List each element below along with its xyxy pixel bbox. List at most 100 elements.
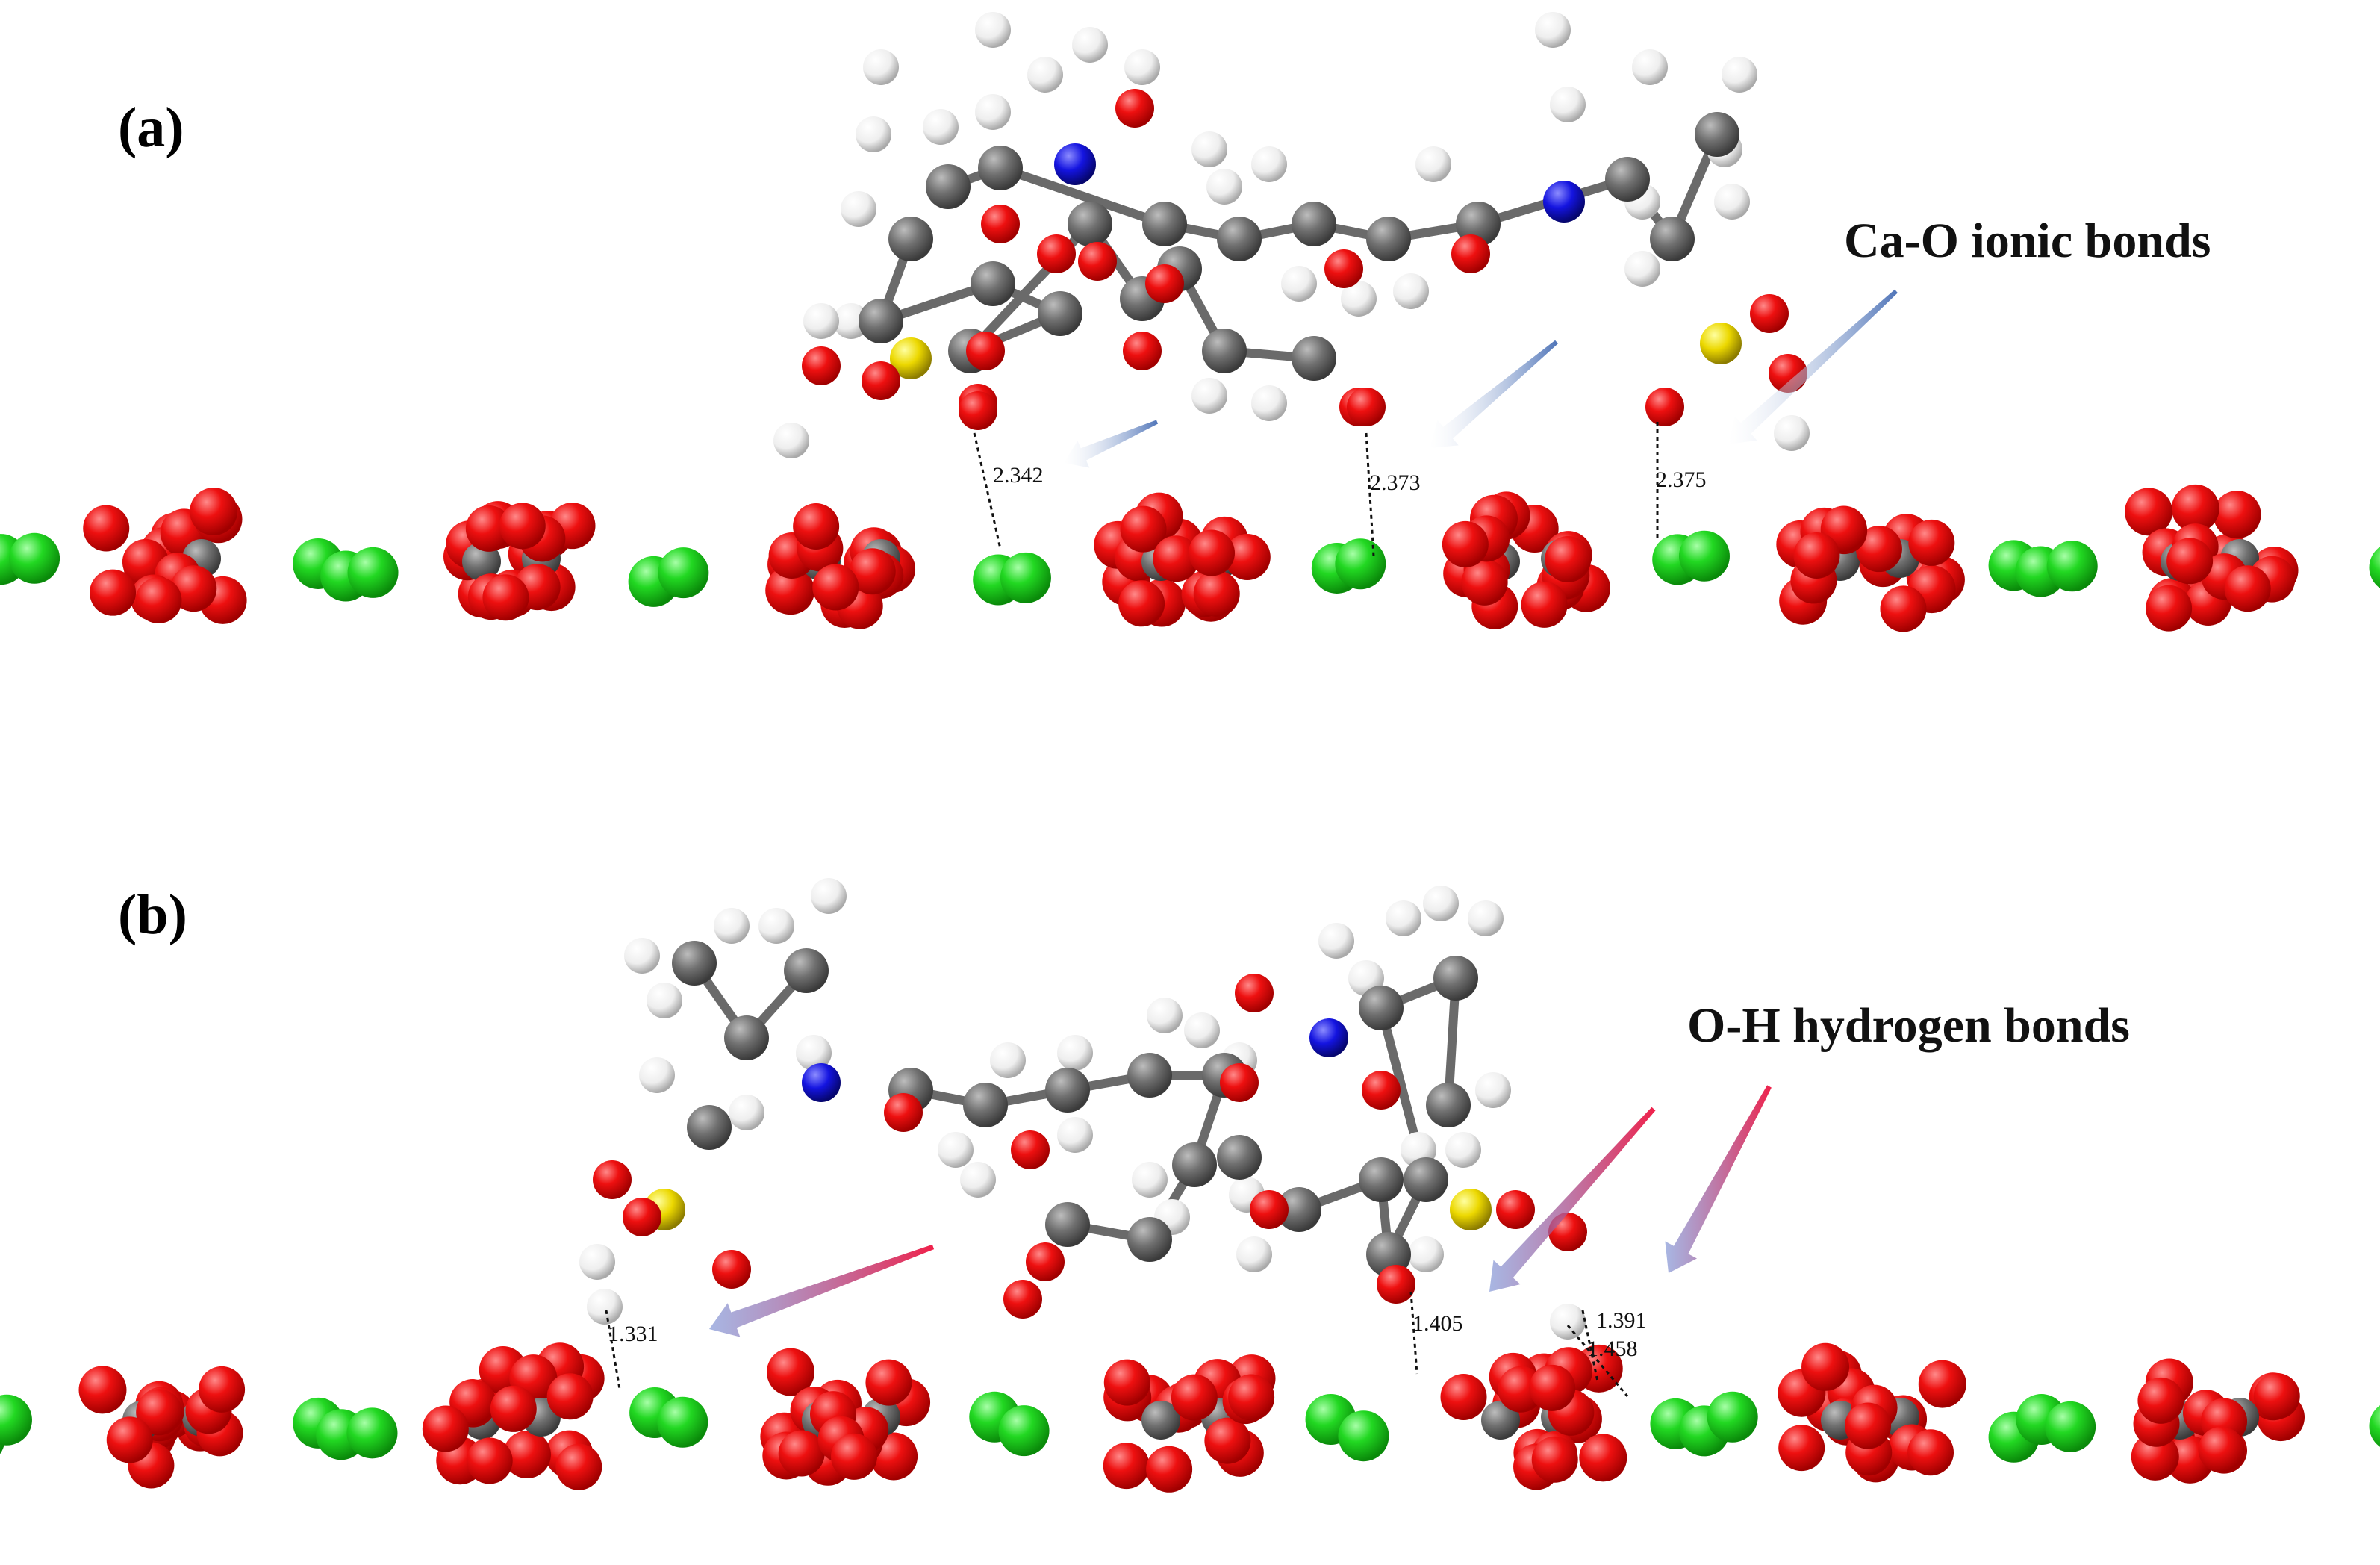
carbon-atom xyxy=(1359,986,1404,1030)
oxygen-atom xyxy=(1250,1190,1289,1229)
hydrogen-atom xyxy=(1124,49,1160,85)
oxygen-atom xyxy=(1189,529,1236,576)
oxygen-atom xyxy=(106,1416,153,1463)
oxygen-atom xyxy=(862,361,900,400)
hydrogen-atom xyxy=(1341,281,1377,317)
oxygen-atom xyxy=(849,548,896,595)
hydrogen-atom xyxy=(923,109,959,145)
carbon-atom xyxy=(1202,329,1247,373)
oxygen-atom xyxy=(90,569,137,616)
hydrogen-atom xyxy=(833,303,869,339)
oxygen-atom xyxy=(1103,1443,1150,1490)
hydrogen-atom xyxy=(1251,385,1287,421)
hydrogen-atom xyxy=(960,1162,996,1198)
oxygen-atom xyxy=(1220,1063,1259,1102)
oxygen-atom xyxy=(2224,565,2271,612)
hydrogen-atom xyxy=(1184,1012,1220,1048)
oxygen-atom xyxy=(712,1250,751,1289)
panel-b-distance-4: 1.458 xyxy=(1587,1337,1638,1361)
carbon-atom xyxy=(1141,1401,1180,1440)
oxygen-atom xyxy=(1324,249,1363,288)
hydrogen-atom xyxy=(729,1095,764,1130)
nitrogen-atom xyxy=(1309,1018,1348,1057)
oxygen-atom xyxy=(499,503,546,550)
carbon-atom xyxy=(1650,217,1695,261)
oxygen-atom xyxy=(190,488,238,536)
oxygen-atom xyxy=(1442,520,1489,567)
oxygen-atom xyxy=(1224,533,1271,580)
oxygen-atom xyxy=(1120,505,1167,553)
carbon-atom xyxy=(1068,202,1112,246)
hydrogen-atom xyxy=(587,1289,623,1325)
calcium-atom xyxy=(657,1396,708,1448)
carbon-atom xyxy=(724,1015,769,1060)
hydrogen-atom xyxy=(1206,169,1242,205)
carbon-atom xyxy=(1172,1142,1217,1187)
hydrogen-atom xyxy=(1722,57,1757,93)
hydrogen-atom xyxy=(1774,415,1810,451)
oxygen-atom xyxy=(1855,526,1902,573)
panel-a-distance-2: 2.373 xyxy=(1370,470,1421,495)
interaction-contact-line xyxy=(973,432,1002,550)
nitrogen-atom xyxy=(802,1063,841,1102)
hydrogen-atom xyxy=(1236,1236,1272,1272)
carbon-atom xyxy=(1142,202,1187,246)
oxygen-atom xyxy=(623,1198,661,1236)
nitrogen-atom xyxy=(1543,181,1585,223)
oxygen-atom xyxy=(2213,491,2261,539)
nitrogen-atom xyxy=(1054,143,1096,185)
oxygen-atom xyxy=(981,205,1020,243)
hydrogen-atom xyxy=(1072,27,1108,63)
oxygen-atom xyxy=(1204,1417,1251,1464)
carbon-atom xyxy=(1127,1053,1172,1098)
calcium-atom xyxy=(347,547,399,598)
hydrogen-atom xyxy=(990,1042,1026,1078)
oxygen-atom xyxy=(884,1093,923,1132)
oxygen-atom xyxy=(802,346,841,385)
hydrogen-atom xyxy=(938,1132,974,1168)
calcium-atom xyxy=(998,1405,1050,1457)
oxygen-atom xyxy=(136,1389,183,1436)
hydrogen-atom xyxy=(1468,900,1504,936)
oxygen-atom xyxy=(767,1348,815,1396)
oxygen-atom xyxy=(1793,532,1840,579)
oxygen-atom xyxy=(1118,580,1165,627)
hydrogen-atom xyxy=(1393,273,1429,309)
hydrogen-atom xyxy=(1624,251,1660,287)
oxygen-atom xyxy=(1003,1280,1042,1319)
atoms-layer xyxy=(0,12,2380,1493)
calcium-atom xyxy=(346,1407,398,1459)
oxygen-atom xyxy=(1880,585,1927,632)
panel-a-distance-1: 2.342 xyxy=(993,463,1044,488)
oxygen-atom xyxy=(135,576,182,623)
carbon-atom xyxy=(1404,1157,1448,1202)
hydrogen-atom xyxy=(1415,146,1451,182)
calcium-atom xyxy=(1678,530,1730,582)
carbon-atom xyxy=(1605,157,1650,202)
panel-a-annotation: Ca-O ionic bonds xyxy=(1844,214,2211,268)
oxygen-atom xyxy=(1347,388,1386,426)
carbon-atom xyxy=(784,948,829,993)
calcium-atom xyxy=(2045,1401,2096,1452)
oxygen-atom xyxy=(490,1385,537,1432)
panel-a-distance-3: 2.375 xyxy=(1656,467,1707,492)
hydrogen-atom xyxy=(1281,266,1317,302)
carbon-atom xyxy=(978,146,1023,190)
oxygen-atom xyxy=(1461,559,1508,606)
oxygen-atom xyxy=(1440,1373,1487,1420)
carbon-atom xyxy=(1366,217,1411,261)
carbon-atom xyxy=(963,1083,1008,1127)
oxygen-atom xyxy=(1145,264,1184,303)
calcium-atom xyxy=(1707,1391,1758,1443)
oxygen-atom xyxy=(482,574,529,621)
hydrogen-atom xyxy=(1550,87,1586,122)
oxygen-atom xyxy=(1451,234,1490,273)
oxygen-atom xyxy=(865,1359,912,1406)
calcium-atom xyxy=(1338,1410,1389,1462)
hydrogen-atom xyxy=(1714,184,1750,220)
oxygen-atom xyxy=(1545,535,1592,582)
panel-b-distance-3: 1.391 xyxy=(1596,1308,1647,1333)
oxygen-atom xyxy=(1078,242,1117,281)
hydrogen-atom xyxy=(1132,1162,1168,1198)
